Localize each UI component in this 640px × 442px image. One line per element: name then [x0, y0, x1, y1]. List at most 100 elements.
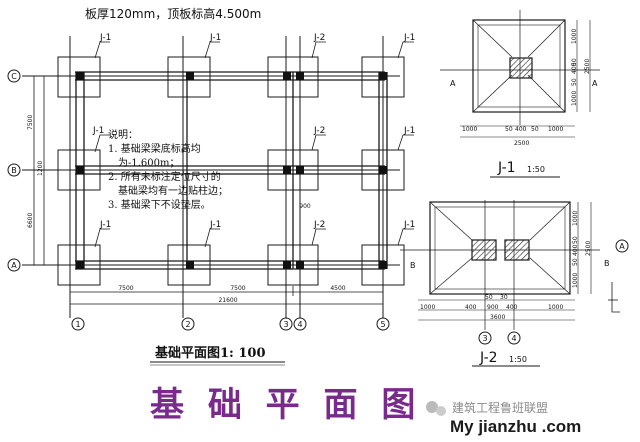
- plan-title: 基础平面图1: 100: [154, 345, 266, 361]
- axis-label-5: 5: [380, 320, 385, 329]
- dim-side: 400: [572, 244, 579, 256]
- dim-total: 21600: [218, 297, 237, 304]
- dim-7500: 7500: [27, 115, 34, 130]
- dim-side-total: 2500: [585, 241, 592, 256]
- footing-j1: [361, 56, 405, 98]
- row-axis-bubbles: C B A: [7, 69, 21, 272]
- tag-j2: J-2: [313, 126, 325, 136]
- note-line: 2. 所有未标注定位尺寸的: [108, 170, 221, 183]
- note-line: 基础梁均有一边贴柱边；: [118, 184, 228, 197]
- axis-label-4: 4: [511, 334, 516, 343]
- dim-side: 1000: [571, 29, 578, 44]
- axis-label-a: A: [11, 261, 17, 270]
- row-dimensions: 7500 6600 1200: [27, 115, 44, 228]
- note-line: 说明：: [108, 128, 138, 141]
- axis-label-2: 2: [185, 320, 190, 329]
- section-mark-b: B: [410, 261, 416, 270]
- detail-title: J-1: [497, 160, 516, 176]
- footing-j1: [167, 56, 211, 98]
- dim-side: 50: [572, 236, 579, 244]
- tag-j2: J-2: [313, 33, 325, 43]
- foundation-beams: [75, 71, 388, 270]
- note-line: 3. 基础梁下不设垫层。: [108, 198, 211, 211]
- dim-total: 2500: [514, 140, 529, 147]
- footing-j1: [361, 244, 405, 286]
- wechat-icon: [426, 401, 438, 413]
- col-axis-bubbles: 1 2 3 4 5: [71, 317, 390, 331]
- dim-side: 50: [571, 58, 578, 66]
- footing-j2: [267, 149, 319, 191]
- foundation-plan: J-1 J-1 J-2 J-1 J-1 J-2 J-1 J-1 J-1 J-2 …: [7, 33, 415, 366]
- row-dimension-lines: [30, 75, 48, 266]
- dim-bottom: 50: [531, 126, 539, 133]
- dim-bottom-top: 50: [485, 294, 493, 301]
- dim-bottom: 900: [487, 304, 499, 311]
- note-line: 为-1.600m；: [118, 157, 180, 169]
- tag-leaders: [94, 41, 414, 248]
- dim-bottom: 1000: [420, 304, 435, 311]
- tag-j1: J-1: [403, 33, 415, 43]
- footing-j1: [167, 244, 211, 286]
- section-mark-b: B: [604, 259, 610, 268]
- detail-scale: 1:50: [509, 355, 527, 364]
- grid-lines: [22, 36, 400, 318]
- footing-tags: J-1 J-1 J-2 J-1 J-1 J-2 J-1 J-1 J-1 J-2 …: [92, 33, 415, 230]
- dim-1200: 1200: [37, 161, 44, 176]
- dim-bottom: 1000: [548, 304, 563, 311]
- axis-label-a: A: [619, 242, 625, 251]
- page-title: 基 础 平 面 图: [150, 385, 421, 425]
- note-line: 1. 基础梁梁底标高均: [108, 142, 201, 155]
- axis-label-b: B: [11, 166, 17, 175]
- footing-j1: [57, 244, 101, 286]
- watermark-url: My jianzhu .com: [450, 417, 581, 436]
- dim-total: 3600: [490, 314, 505, 321]
- watermark-brand: 建筑工程鲁班联盟: [452, 400, 548, 415]
- watermark: 建筑工程鲁班联盟 My jianzhu .com: [426, 400, 581, 436]
- dim-bottom: 400: [465, 304, 477, 311]
- header-note: 板厚120mm，顶板标高4.500m: [85, 6, 261, 21]
- dim-7500: 7500: [230, 285, 245, 292]
- columns: [76, 72, 387, 269]
- section-mark-a: A: [592, 79, 598, 88]
- tag-j1: J-1: [209, 33, 221, 43]
- col-dimensions: 7500 7500 4500 21600 900: [118, 203, 345, 304]
- tag-j1: J-1: [92, 126, 104, 136]
- dim-bottom: 1000: [462, 126, 477, 133]
- dim-side: 50: [572, 258, 579, 266]
- dim-7500: 7500: [118, 285, 133, 292]
- dim-bottom: 400: [515, 126, 527, 133]
- axis-label-c: C: [11, 72, 17, 81]
- dim-side: 1000: [572, 273, 579, 288]
- dim-side: 50: [571, 78, 578, 86]
- footing-j2: [267, 244, 319, 286]
- dim-bottom: 400: [506, 304, 518, 311]
- footing-j1: [57, 56, 101, 98]
- axis-label-3: 3: [482, 334, 487, 343]
- dim-bottom: 1000: [548, 126, 563, 133]
- tag-j1: J-1: [99, 220, 111, 230]
- axis-label-4: 4: [297, 320, 302, 329]
- tag-j2: J-2: [313, 220, 325, 230]
- plan-notes: 说明： 1. 基础梁梁底标高均 为-1.600m； 2. 所有未标注定位尺寸的 …: [108, 128, 228, 211]
- dim-side: 1000: [572, 211, 579, 226]
- footing-j1: [57, 149, 101, 191]
- col-dimension-lines: [69, 286, 384, 310]
- tag-j1: J-1: [99, 33, 111, 43]
- detail-title: J-2: [479, 350, 498, 366]
- dim-side-total: 2500: [584, 59, 591, 74]
- dim-6600: 6600: [27, 213, 34, 228]
- elevation-marker: [608, 282, 620, 313]
- tag-j1: J-1: [403, 220, 415, 230]
- dim-side: 400: [571, 62, 578, 74]
- dim-4500: 4500: [330, 285, 345, 292]
- detail-scale: 1:50: [527, 165, 545, 174]
- dim-900: 900: [299, 203, 311, 210]
- detail-j1: A A 1000 50 400 50 1000 2500 1000 50 400…: [440, 10, 600, 178]
- footings: [57, 56, 405, 286]
- dim-bottom: 50: [505, 126, 513, 133]
- axis-label-1: 1: [75, 320, 80, 329]
- dim-bottom-top: 30: [500, 294, 508, 301]
- dim-side: 1000: [571, 91, 578, 106]
